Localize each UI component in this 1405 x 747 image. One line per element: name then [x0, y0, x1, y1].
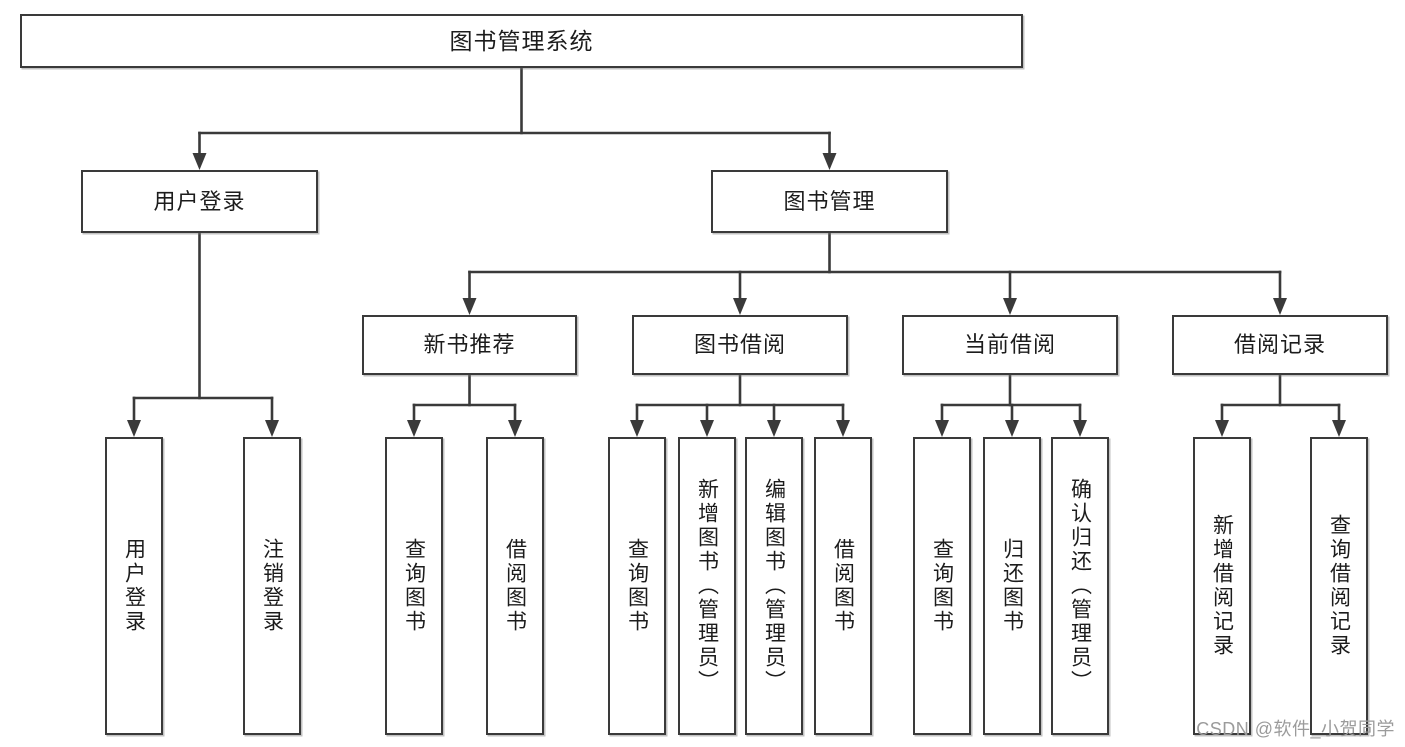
arrowhead-icon — [630, 420, 644, 437]
node-root[interactable]: 图书管理系统 — [20, 14, 1023, 68]
arrowhead-icon — [508, 420, 522, 437]
node-leaf1[interactable]: 用户登录 — [105, 437, 163, 735]
node-label-leaf5: 查询图书 — [625, 538, 649, 634]
arrowhead-icon — [767, 420, 781, 437]
node-label-leaf11: 确认归还（管理员） — [1068, 478, 1092, 694]
node-bookmgmt[interactable]: 图书管理 — [711, 170, 948, 233]
arrowhead-icon — [127, 420, 141, 437]
node-label-leaf9: 查询图书 — [930, 538, 954, 634]
node-borrow[interactable]: 图书借阅 — [632, 315, 848, 375]
node-label-bookmgmt: 图书管理 — [783, 188, 876, 214]
node-label-leaf10: 归还图书 — [1000, 538, 1024, 634]
node-label-current: 当前借阅 — [963, 332, 1056, 358]
node-records[interactable]: 借阅记录 — [1172, 315, 1388, 375]
node-label-root: 图书管理系统 — [449, 27, 594, 54]
node-label-leaf12: 新增借阅记录 — [1210, 514, 1234, 658]
arrowhead-icon — [836, 420, 850, 437]
node-leaf10[interactable]: 归还图书 — [983, 437, 1041, 735]
arrowhead-icon — [462, 298, 477, 315]
node-label-leaf13: 查询借阅记录 — [1327, 514, 1351, 658]
node-login[interactable]: 用户登录 — [81, 170, 318, 233]
arrowhead-icon — [1215, 420, 1229, 437]
node-leaf8[interactable]: 借阅图书 — [814, 437, 872, 735]
arrowhead-icon — [733, 298, 747, 315]
arrowhead-icon — [700, 420, 714, 437]
node-label-leaf7: 编辑图书（管理员） — [762, 478, 786, 694]
node-label-records: 借阅记录 — [1233, 332, 1326, 358]
node-leaf11[interactable]: 确认归还（管理员） — [1051, 437, 1109, 735]
node-label-newbooks: 新书推荐 — [423, 332, 516, 358]
node-label-leaf2: 注销登录 — [260, 538, 284, 634]
node-leaf4[interactable]: 借阅图书 — [486, 437, 544, 735]
arrowhead-icon — [407, 420, 421, 437]
node-label-borrow: 图书借阅 — [693, 332, 786, 358]
arrowhead-icon — [192, 153, 207, 170]
arrowhead-icon — [1332, 420, 1346, 437]
node-label-leaf1: 用户登录 — [122, 538, 146, 634]
node-leaf9[interactable]: 查询图书 — [913, 437, 971, 735]
arrowhead-icon — [1073, 420, 1087, 437]
node-current[interactable]: 当前借阅 — [902, 315, 1118, 375]
node-leaf6[interactable]: 新增图书（管理员） — [678, 437, 736, 735]
node-leaf12[interactable]: 新增借阅记录 — [1193, 437, 1251, 735]
node-label-leaf3: 查询图书 — [402, 538, 426, 634]
node-label-leaf8: 借阅图书 — [831, 538, 855, 634]
node-leaf3[interactable]: 查询图书 — [385, 437, 443, 735]
node-leaf7[interactable]: 编辑图书（管理员） — [745, 437, 803, 735]
node-label-login: 用户登录 — [153, 188, 246, 214]
arrowhead-icon — [1005, 420, 1019, 437]
node-label-leaf4: 借阅图书 — [503, 538, 527, 634]
arrowhead-icon — [1273, 298, 1287, 315]
node-label-leaf6: 新增图书（管理员） — [695, 478, 719, 694]
node-leaf2[interactable]: 注销登录 — [243, 437, 301, 735]
node-leaf5[interactable]: 查询图书 — [608, 437, 666, 735]
arrowhead-icon — [822, 153, 837, 170]
arrowhead-icon — [265, 420, 279, 437]
node-newbooks[interactable]: 新书推荐 — [362, 315, 577, 375]
node-leaf13[interactable]: 查询借阅记录 — [1310, 437, 1368, 735]
arrowhead-icon — [935, 420, 949, 437]
arrowhead-icon — [1003, 298, 1017, 315]
